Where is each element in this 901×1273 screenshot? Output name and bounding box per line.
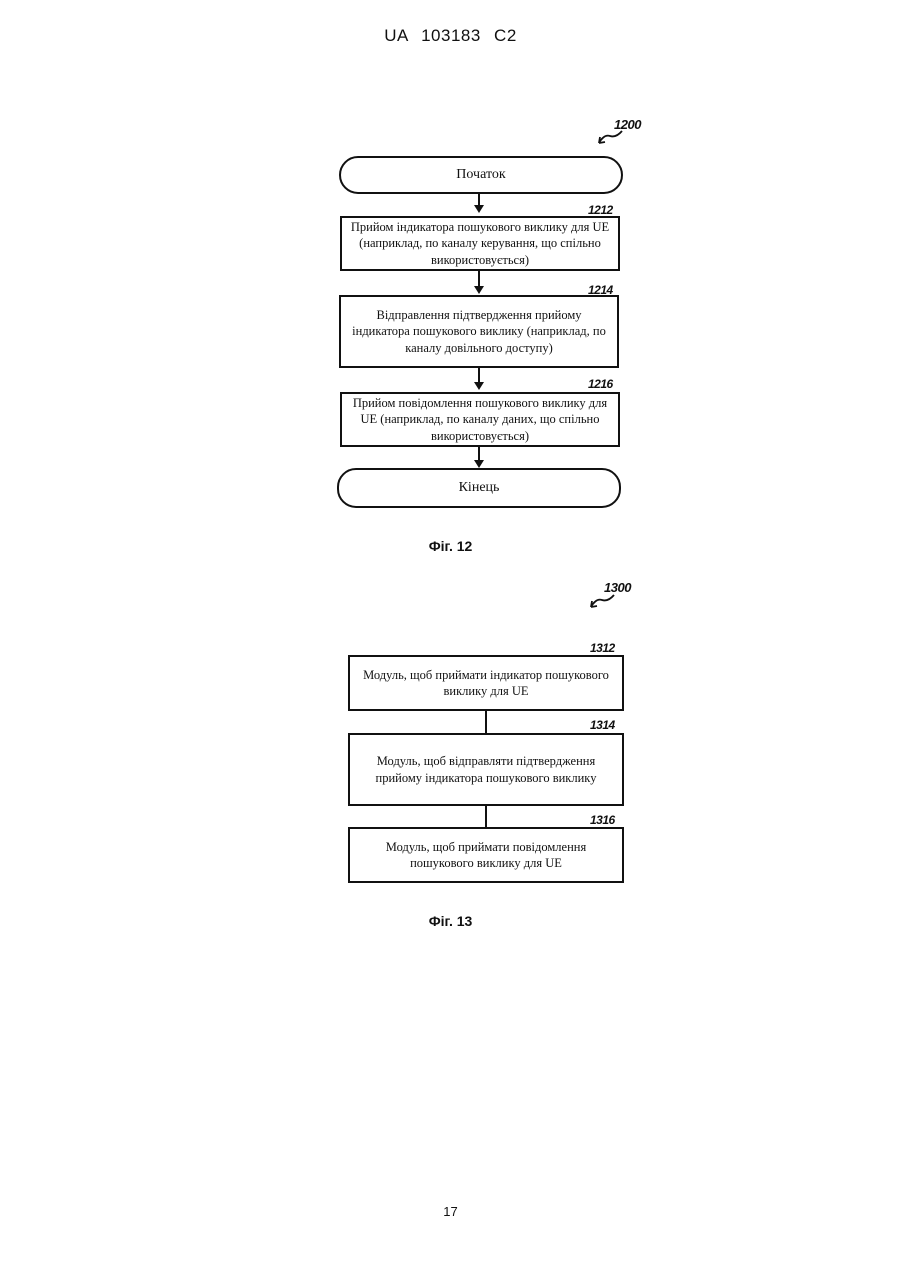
step-1212-box: Прийом індикатора пошукового виклику для… (340, 216, 620, 271)
module-1314-text: Модуль, щоб відправляти підтвердження пр… (356, 753, 616, 786)
page-number: 17 (0, 1204, 901, 1219)
step-1216-ref: 1216 (588, 377, 613, 391)
fig12-ref-arrow-icon (596, 128, 626, 148)
step-1216-box: Прийом повідомлення пошукового виклику д… (340, 392, 620, 447)
arrow-head-icon (474, 460, 484, 468)
module-1314-box: Модуль, щоб відправляти підтвердження пр… (348, 733, 624, 806)
step-1214-box: Відправлення підтвердження прийому індик… (339, 295, 619, 368)
connector-line (485, 711, 487, 735)
module-1312-ref: 1312 (590, 641, 615, 655)
module-1316-text: Модуль, щоб приймати повідомлення пошуко… (356, 839, 616, 872)
end-terminal: Кінець (337, 468, 621, 508)
module-1314-ref: 1314 (590, 718, 615, 732)
start-terminal: Початок (339, 156, 623, 194)
arrow-head-icon (474, 286, 484, 294)
module-1316-box: Модуль, щоб приймати повідомлення пошуко… (348, 827, 624, 883)
step-1212-ref: 1212 (588, 203, 613, 217)
figure-12-caption: Фіг. 12 (0, 538, 901, 554)
arrow-line (478, 447, 480, 461)
step-1214-text: Відправлення підтвердження прийому індик… (347, 307, 611, 356)
connector-line (485, 806, 487, 828)
figure-13-caption: Фіг. 13 (0, 913, 901, 929)
step-1216-text: Прийом повідомлення пошукового виклику д… (348, 395, 612, 444)
fig13-ref-arrow-icon (588, 592, 618, 612)
module-1312-box: Модуль, щоб приймати індикатор пошуковог… (348, 655, 624, 711)
module-1312-text: Модуль, щоб приймати індикатор пошуковог… (356, 667, 616, 700)
arrow-head-icon (474, 205, 484, 213)
end-label: Кінець (459, 480, 500, 496)
arrow-line (478, 271, 480, 287)
step-1212-text: Прийом індикатора пошукового виклику для… (348, 219, 612, 268)
arrow-head-icon (474, 382, 484, 390)
start-label: Початок (456, 167, 505, 183)
arrow-line (478, 368, 480, 383)
document-id: UA 103183 C2 (0, 26, 901, 46)
arrow-line (478, 192, 480, 206)
module-1316-ref: 1316 (590, 813, 615, 827)
